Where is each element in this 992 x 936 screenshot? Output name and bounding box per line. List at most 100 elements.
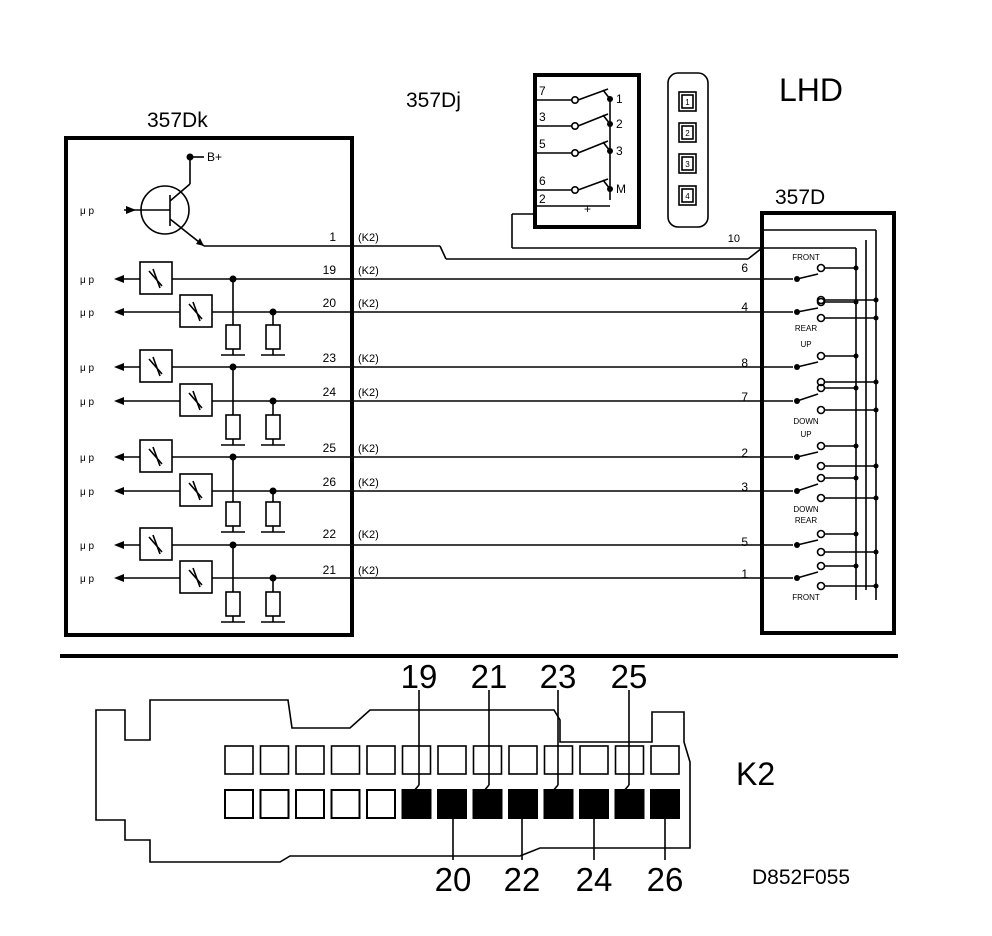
switch-357d-pin-number: 10 <box>728 233 740 245</box>
mu-p-output-label: μ p <box>80 363 95 374</box>
transistor-symbol <box>124 153 205 247</box>
resistor <box>225 324 241 350</box>
keypad-button-label: 3 <box>685 160 690 169</box>
mu-p-output-label: μ p <box>80 574 95 585</box>
switch-357dj-input-number: 2 <box>539 192 546 206</box>
filter-block <box>179 560 213 594</box>
switch-357d-title: 357D <box>775 186 825 209</box>
connector-pin-filled <box>508 789 538 819</box>
connector-pin-filled <box>614 789 645 819</box>
controller-pin-number: 24 <box>323 385 337 399</box>
switch-357d-pin-number: 8 <box>741 356 748 370</box>
connector-bottom-pin-number: 24 <box>576 861 613 898</box>
switch-position-label: DOWN <box>793 417 819 426</box>
resistor <box>265 591 281 617</box>
switch-357dj-output-number: 2 <box>616 117 623 131</box>
output-arrow <box>114 363 124 371</box>
resistor <box>225 591 241 617</box>
k2-tag: (K2) <box>358 565 379 577</box>
mu-p-output-label: μ p <box>80 487 95 498</box>
output-arrow <box>114 275 124 283</box>
controller-pin-number: 21 <box>323 563 337 577</box>
controller-pin-number: 22 <box>323 527 337 541</box>
connector-pin-filled <box>437 789 467 819</box>
k2-tag: (K2) <box>358 477 379 489</box>
output-arrow <box>114 308 124 316</box>
keypad-buttons: 1 2 3 4 <box>678 91 697 206</box>
switch-357dj-title: 357Dj <box>406 89 461 112</box>
connector-cavity <box>224 789 254 819</box>
output-arrow <box>114 487 124 495</box>
switch-position-label: FRONT <box>792 253 820 262</box>
k2-tag: (K2) <box>358 353 379 365</box>
connector-top-pin-number: 25 <box>611 658 648 695</box>
mu-p-output-label: μ p <box>80 308 95 319</box>
filter-block <box>179 294 213 328</box>
connector-top-pin-number: 21 <box>471 658 508 695</box>
connector-cavity <box>579 745 609 775</box>
connector-top-pin-number: 19 <box>401 658 438 695</box>
switch-357dj-input-number: 6 <box>539 174 546 188</box>
mu-p-output-label: μ p <box>80 275 95 286</box>
connector-cavity <box>366 789 396 819</box>
keypad-button: 4 <box>678 185 697 206</box>
connector-top-pin-number: 23 <box>540 658 577 695</box>
drawing-code: D852F055 <box>752 866 850 889</box>
resistor <box>265 324 281 350</box>
k2-tag-labels: (K2)(K2)(K2)(K2)(K2)(K2)(K2)(K2)(K2) <box>358 232 379 577</box>
k2-tag: (K2) <box>358 443 379 455</box>
mu-p-input-label: μ p <box>80 206 95 217</box>
switch-357dj-output-number: 1 <box>616 92 623 106</box>
mu-p-output-label: μ p <box>80 397 95 408</box>
connector-cavity <box>508 745 538 775</box>
switch-357d-pin-number: 1 <box>741 567 748 581</box>
k2-tag: (K2) <box>358 232 379 244</box>
connector-k2-cells <box>224 745 680 819</box>
filter-block <box>139 349 173 383</box>
filter-blocks <box>139 261 213 594</box>
keypad-button: 2 <box>678 122 697 143</box>
switch-357d-contacts <box>762 229 879 600</box>
connector-cavity <box>259 789 290 819</box>
switch-position-label: REAR <box>795 516 817 525</box>
connector-k2-leaders <box>412 690 666 860</box>
keypad-button-label: 4 <box>685 192 690 201</box>
connector-pin-filled <box>472 789 503 819</box>
switch-position-label: UP <box>800 340 811 349</box>
switch-357dj-contacts <box>537 88 613 207</box>
connector-pin-filled <box>579 789 609 819</box>
switch-357d-pin-number: 5 <box>741 535 748 549</box>
lhd-label: LHD <box>779 72 843 108</box>
connector-cavity <box>472 745 503 775</box>
switch-357dj-input-number: 5 <box>539 137 546 151</box>
switch-357d-pin-number: 3 <box>741 480 748 494</box>
switch-357dj-output-number: 3 <box>616 144 623 158</box>
resistor-network <box>221 279 285 623</box>
k2-tag: (K2) <box>358 298 379 310</box>
keypad-button-label: 1 <box>685 98 690 107</box>
keypad-button: 1 <box>678 91 697 112</box>
connector-k2-top-pin-numbers: 19 21 23 25 <box>401 658 648 695</box>
resistor <box>265 501 281 527</box>
switch-position-label: REAR <box>795 324 817 333</box>
filter-block <box>179 473 213 507</box>
connector-cavity <box>224 745 254 775</box>
switch-position-label: FRONT <box>792 593 820 602</box>
switch-357dj-plus-label: + <box>584 202 591 216</box>
connector-k2-outline <box>95 699 691 863</box>
connector-bottom-pin-number: 26 <box>647 861 684 898</box>
output-arrow <box>114 453 124 461</box>
controller-pin-number: 25 <box>323 441 337 455</box>
controller-box <box>64 136 354 637</box>
connector-pin-filled <box>543 789 574 819</box>
switch-position-label: DOWN <box>793 505 819 514</box>
resistor <box>225 501 241 527</box>
controller-title: 357Dk <box>147 109 208 132</box>
connector-bottom-pin-number: 22 <box>504 861 541 898</box>
